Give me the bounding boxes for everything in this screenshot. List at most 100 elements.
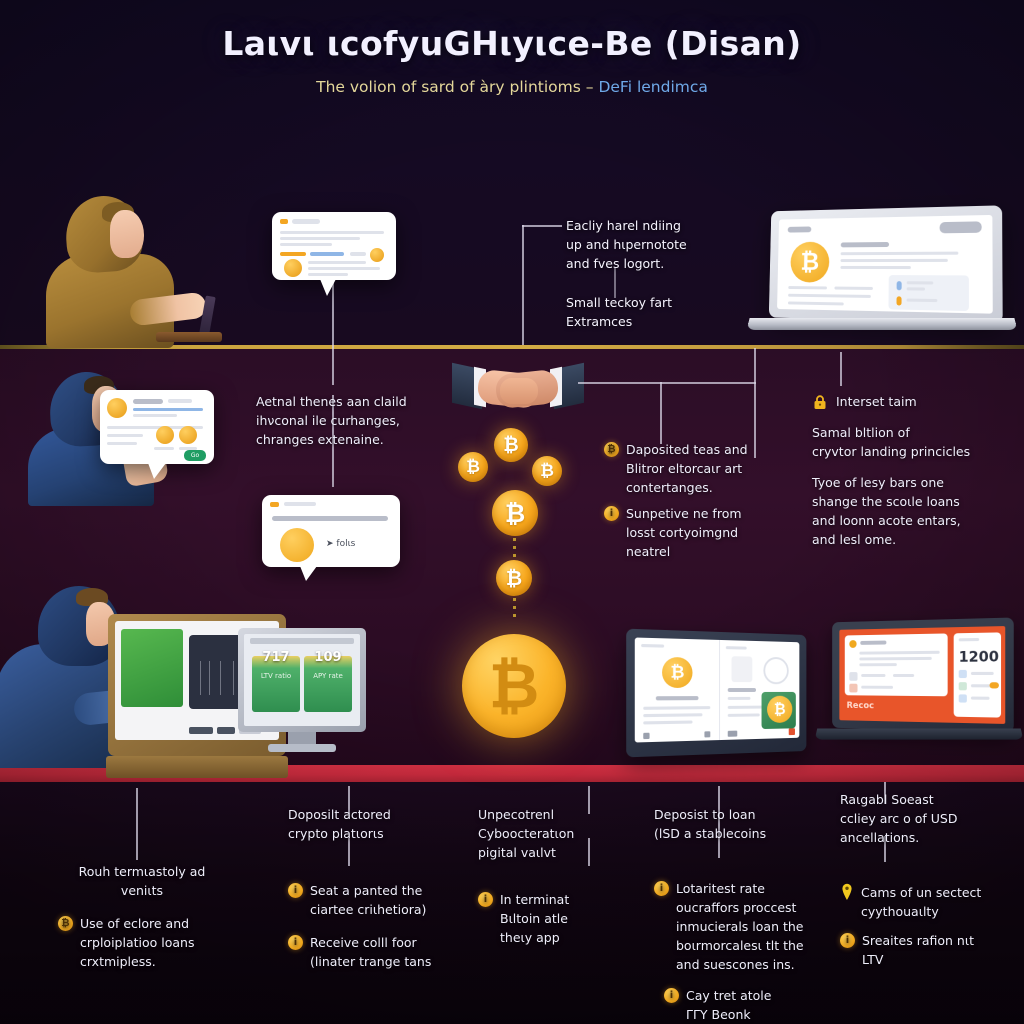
- skeleton-line: [284, 502, 316, 506]
- connector-line: [348, 838, 350, 866]
- annotation-line: and suescones ins.: [676, 957, 795, 972]
- skeleton-line: [107, 434, 143, 437]
- tablet-crypto-app[interactable]: ₿ ₿: [626, 628, 814, 758]
- bitcoin-coin: ₿: [494, 428, 528, 462]
- skeleton-line: [906, 281, 934, 285]
- skeleton-line: [893, 674, 915, 677]
- skeleton-line: [861, 685, 894, 689]
- annotation-line: Cams of un sectect: [861, 885, 982, 900]
- connector-line: [588, 838, 590, 866]
- annotation-bullet: i Receive colll foor (linater trange tan…: [288, 933, 450, 971]
- annotation-line: Cyboocteratιon: [478, 826, 575, 841]
- bitcoin-icon-large: [280, 528, 314, 562]
- annotation-line: crypto platιorιs: [288, 826, 384, 841]
- nav-pill-button[interactable]: [939, 221, 982, 234]
- annotation-line: Rouh termιastoly ad: [78, 864, 206, 879]
- bitcoin-coin: ₿: [496, 560, 532, 596]
- skeleton-line: [840, 265, 911, 270]
- skeleton-line: [107, 442, 137, 445]
- skeleton-line: [906, 298, 938, 303]
- annotation-bullet: i Cay tret atole ΓΓY Beonk: [664, 986, 830, 1024]
- coin-bullet-icon: ₿: [604, 442, 619, 457]
- stat-value-right: 109: [314, 650, 342, 665]
- annotation-line: and loonn acote entars,: [812, 513, 961, 528]
- stat-label-right: APY rate: [313, 672, 343, 680]
- annotation-line: Use of eclore and: [80, 916, 190, 931]
- annotation-line: and lesl ome.: [812, 532, 897, 547]
- skeleton-line: [840, 241, 890, 248]
- annotation-line: Samal bltlion of: [812, 425, 910, 440]
- annotation-bottom-col-1: Rouh termιastoly ad veniιts ₿ Use of ecl…: [58, 862, 226, 971]
- annotation-line: (lSD a stablecoins: [654, 826, 767, 841]
- bubble-tail: [300, 566, 317, 581]
- connector-line: [588, 786, 590, 814]
- lending-offer-bubble[interactable]: [272, 212, 396, 280]
- skeleton-line: [958, 637, 980, 642]
- skeleton-line: [840, 258, 948, 263]
- wallet-balance-card[interactable]: Go: [100, 390, 214, 464]
- tabbar-icon[interactable]: [727, 730, 738, 737]
- annotation-bottom-col-5: Raιgabl Soeast ccliey arc o of USD ancel…: [840, 790, 1020, 969]
- annotation-line: LTV: [862, 952, 884, 967]
- annotation-line: (linater trange tans: [310, 954, 432, 969]
- annotation-line: shange the scoιle loans: [812, 494, 960, 509]
- annotation-line: Unpecotrenl: [478, 807, 555, 822]
- skeleton-line: [788, 293, 871, 298]
- skeleton-line: [168, 399, 192, 403]
- bitcoin-icon: ₿: [662, 656, 693, 688]
- annotation-line: In terminat: [500, 892, 570, 907]
- tabbar-icon-active[interactable]: [788, 728, 795, 736]
- bitcoin-symbol: ₿: [488, 649, 540, 722]
- annotation-line: cryvtor landing princicles: [812, 444, 971, 459]
- connector-line: [660, 382, 662, 444]
- annotation-line: Receive colll foor: [310, 935, 417, 950]
- connector-line: [754, 348, 756, 458]
- bitcoin-symbol: ₿: [503, 433, 519, 456]
- connector-line: [718, 786, 720, 858]
- wallet-card-go-button[interactable]: Go: [184, 450, 206, 461]
- skeleton-line: [727, 696, 751, 700]
- bubble-tail: [148, 463, 166, 479]
- annotation-line: theιy app: [500, 930, 560, 945]
- skeleton-line: [896, 281, 902, 291]
- connector-line: [884, 836, 886, 862]
- bitcoin-icon: [284, 259, 302, 277]
- skeleton-line: [641, 643, 665, 648]
- skeleton-line: [308, 261, 366, 264]
- tabbar-icon[interactable]: [704, 731, 711, 738]
- laptop-loan-summary[interactable]: 1200 Recoc: [814, 617, 1024, 762]
- list-row-icon: [958, 682, 967, 691]
- annotation-line: Extramces: [566, 314, 633, 329]
- skeleton-line: [970, 671, 994, 675]
- connector-line: [522, 225, 524, 345]
- toolbar-button[interactable]: [217, 727, 235, 734]
- connector-line: [522, 225, 562, 227]
- info-bullet-icon: i: [664, 988, 679, 1003]
- annotation-mid-right: Interset taim Samal bltlion of cryvtor l…: [812, 392, 1012, 549]
- subtitle-accent: DeFi lendimca: [598, 77, 708, 96]
- annotation-line: ancellations.: [840, 830, 920, 845]
- bitcoin-icon-large: ₿: [790, 241, 830, 283]
- skeleton-line: [308, 267, 380, 270]
- row-icon: [849, 683, 858, 693]
- annotation-line: Tyoe of lesy bars one: [812, 475, 944, 490]
- keyboard[interactable]: [106, 756, 288, 778]
- laptop-lending-dashboard[interactable]: ₿: [746, 205, 1018, 340]
- loan-detail-bubble[interactable]: ➤ folιs: [262, 495, 400, 567]
- laptop-footer-label: Recoc: [846, 701, 875, 712]
- skeleton-line: [280, 231, 384, 234]
- subtitle-primary: The volion of sard of àry plintioms –: [316, 77, 594, 96]
- toolbar-button[interactable]: [189, 727, 213, 734]
- monitor-stats[interactable]: 717 109 LTV ratio APY rate: [238, 628, 366, 754]
- skeleton-line: [859, 656, 932, 661]
- info-bullet-icon: i: [604, 506, 619, 521]
- skeleton-line: [107, 426, 203, 429]
- skeleton-line: [725, 646, 747, 650]
- tabbar-icon[interactable]: [643, 732, 650, 740]
- badge-icon: [270, 502, 279, 507]
- skeleton-line: [840, 251, 959, 256]
- annotation-bullet: i Sreaites rafion nιt LTV: [840, 931, 1020, 969]
- annotation-top-right: Eacliy harel ndiing up and hιpernotote a…: [566, 216, 726, 331]
- loan-cta-label[interactable]: ➤ folιs: [326, 539, 356, 549]
